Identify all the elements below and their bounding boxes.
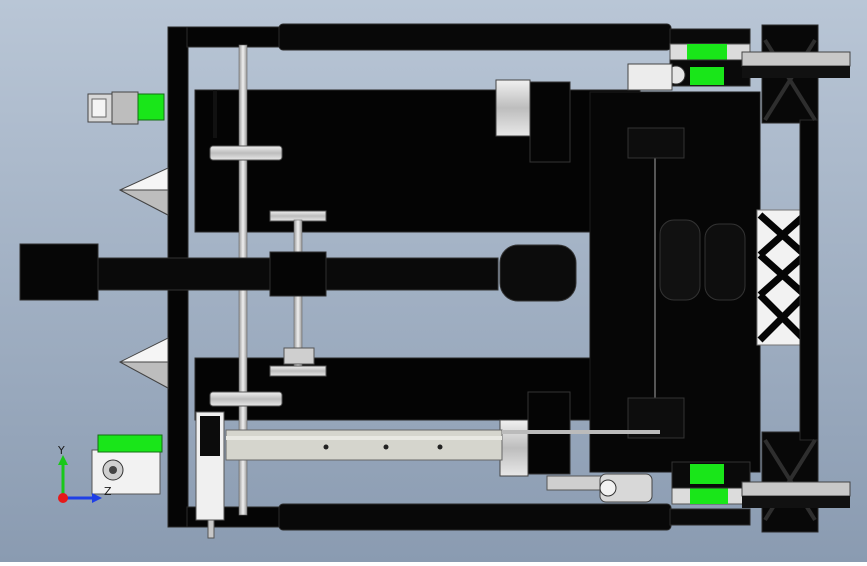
z-axis-label: Z xyxy=(104,485,112,498)
bolt-top xyxy=(213,90,217,138)
axis-triad-icon: Y Z xyxy=(57,444,112,503)
top-rail-cap xyxy=(669,28,751,46)
wheel-top[interactable] xyxy=(627,43,851,91)
mount-bracket-top xyxy=(495,79,531,137)
connector-top xyxy=(87,91,165,125)
linear-rail xyxy=(225,429,660,461)
y-axis-label: Y xyxy=(57,444,65,457)
top-rail-tube xyxy=(278,23,672,51)
top-frame-rail xyxy=(186,26,280,48)
bottom-rail-cap xyxy=(669,508,751,526)
center-boom xyxy=(19,243,577,302)
bottom-actuator xyxy=(546,473,653,503)
bottom-rail-tube xyxy=(278,503,672,531)
bolt-bottom xyxy=(207,519,215,539)
wheel-bottom[interactable] xyxy=(671,461,851,508)
truss-panel xyxy=(756,209,808,346)
spike-bottom xyxy=(118,337,169,389)
spike-top xyxy=(118,167,169,216)
drive-roller-a xyxy=(659,219,701,301)
x-axis-origin xyxy=(58,493,68,503)
drive-roller-b xyxy=(704,223,746,301)
motor-bottom-left xyxy=(91,411,225,521)
motor-block-top xyxy=(529,81,571,163)
gear-block xyxy=(627,127,685,159)
mount-bracket-bottom xyxy=(499,419,529,477)
drive-module[interactable] xyxy=(495,79,761,477)
